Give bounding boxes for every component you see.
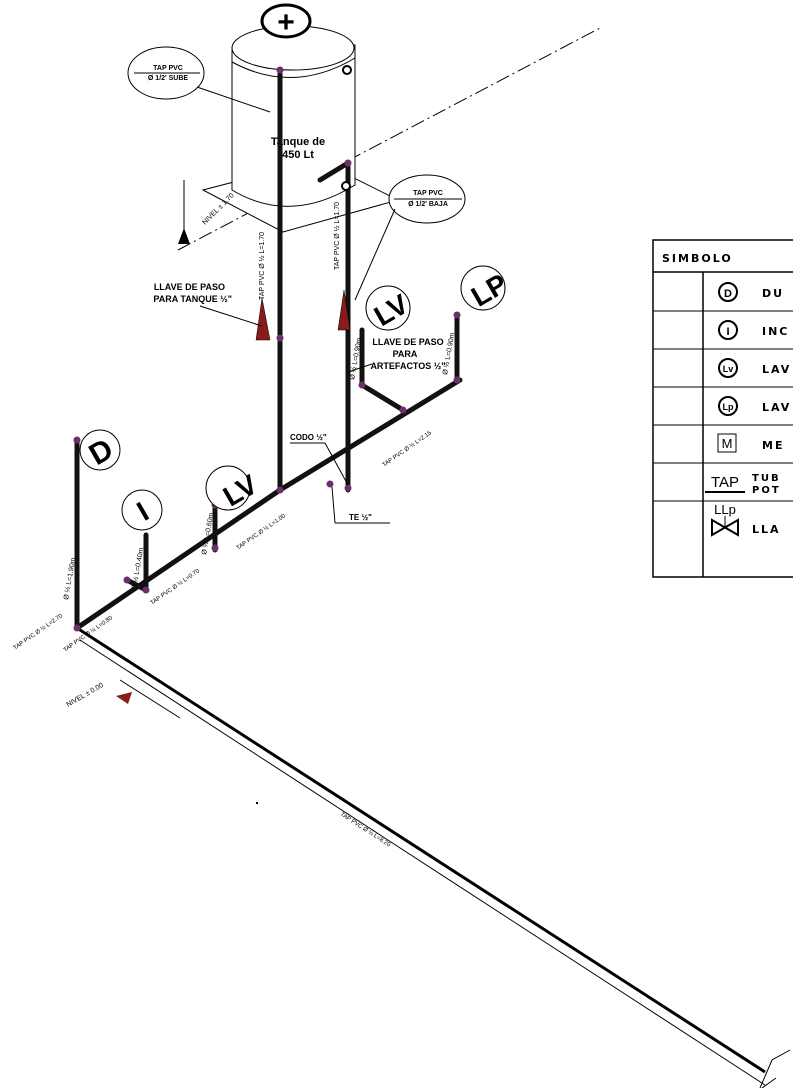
svg-text:Ø 1/2' SUBE: Ø 1/2' SUBE: [148, 75, 189, 82]
svg-text:NIVEL ± 0.00: NIVEL ± 0.00: [66, 682, 105, 709]
svg-text:TAP PVC: TAP PVC: [153, 65, 183, 72]
main-supply-line: [76, 626, 766, 1074]
svg-text:LLp: LLp: [714, 502, 736, 517]
valve-tank-label-line2: PARA TANQUE ½": [153, 294, 232, 304]
valve-fixtures-label-line2: PARA: [393, 349, 418, 359]
svg-text:LAV: LAV: [762, 401, 791, 414]
tag-pipe-down: TAP PVC Ø 1/2' BAJA: [354, 174, 466, 301]
svg-text:ME: ME: [762, 439, 784, 452]
elbow-leader-2: [324, 442, 349, 486]
stray-mark: [256, 802, 258, 804]
valve-tank-label-line1: LLAVE DE PASO: [154, 282, 225, 292]
valve-fixtures-leader: [347, 363, 373, 373]
tank-name-line1: Tanque de: [271, 136, 325, 148]
svg-text:TAP: TAP: [711, 474, 739, 491]
svg-text:D: D: [724, 288, 732, 300]
valve-tank-leader: [199, 305, 263, 327]
valve-tank-icon: [255, 297, 271, 341]
svg-text:Ø 1/2' BAJA: Ø 1/2' BAJA: [408, 201, 448, 208]
svg-text:Lv: Lv: [723, 364, 734, 374]
tag-pipe-up: TAP PVC Ø 1/2' SUBE: [127, 46, 271, 113]
svg-text:TAP PVC Ø ½ L=1.70: TAP PVC Ø ½ L=1.70: [333, 202, 341, 270]
svg-text:LAV: LAV: [762, 363, 791, 376]
svg-text:TAP PVC: TAP PVC: [413, 190, 443, 197]
tank-fitting: [342, 65, 352, 75]
svg-text:Lp: Lp: [723, 402, 734, 412]
level-zero-marker: NIVEL ± 0.00: [66, 679, 181, 719]
legend-row-6: TAP TUB POT: [653, 473, 793, 502]
legend-row-2: I INC: [653, 320, 793, 350]
svg-text:LLA: LLA: [752, 523, 781, 536]
svg-text:INC: INC: [762, 325, 789, 338]
tank-fitting-2: [341, 181, 351, 191]
legend-row-3: Lv LAV: [653, 358, 793, 388]
legend-row-4: Lp LAV: [653, 396, 793, 426]
fixture-shower-bubble: D: [79, 429, 121, 472]
fixture-toilet-bubble: I: [121, 489, 163, 531]
fixture-lavatory-upper-bubble: LV: [365, 285, 414, 332]
svg-text:DU: DU: [762, 287, 784, 300]
valve-fixtures-label-line3: ARTEFACTOS ½": [370, 361, 445, 371]
valve-fixtures-icon: [337, 289, 351, 331]
legend-header: SIMBOLO: [662, 252, 733, 265]
svg-text:TUB: TUB: [752, 473, 781, 484]
svg-text:M: M: [722, 436, 733, 451]
svg-text:+: +: [277, 6, 295, 39]
svg-text:I: I: [726, 326, 729, 338]
main-supply-line-edge: [79, 639, 766, 1086]
legend-row-5: M ME: [653, 433, 793, 464]
fixture-laundry-bubble: LP: [460, 265, 512, 313]
legend-table: SIMBOLO D DU I INC Lv LAV Lp LAV: [652, 239, 793, 578]
legend-row-1: D DU: [653, 282, 793, 312]
valve-fixtures-label-line1: LLAVE DE PASO: [372, 337, 443, 347]
legend-row-7: LLp LLA: [711, 502, 781, 537]
elbow-label: CODO ½": [290, 433, 327, 442]
tank-lid-icon: +: [260, 3, 312, 39]
svg-text:TAP PVC Ø ½ L=2.15: TAP PVC Ø ½ L=2.15: [381, 429, 433, 469]
break-symbol: [759, 1049, 791, 1088]
svg-text:POT: POT: [752, 485, 781, 496]
tank-name-line2: 450 Lt: [282, 149, 314, 161]
tee-leader-2: [331, 486, 336, 524]
water-tank: [231, 25, 356, 207]
svg-text:TAP PVC Ø ½ L=2.70: TAP PVC Ø ½ L=2.70: [12, 612, 64, 652]
svg-text:TAP PVC Ø ½ L=8.20: TAP PVC Ø ½ L=8.20: [339, 811, 392, 849]
svg-text:TAP PVC Ø ½ L=1.70: TAP PVC Ø ½ L=1.70: [258, 232, 266, 300]
tee-label: TE ½": [349, 513, 372, 522]
